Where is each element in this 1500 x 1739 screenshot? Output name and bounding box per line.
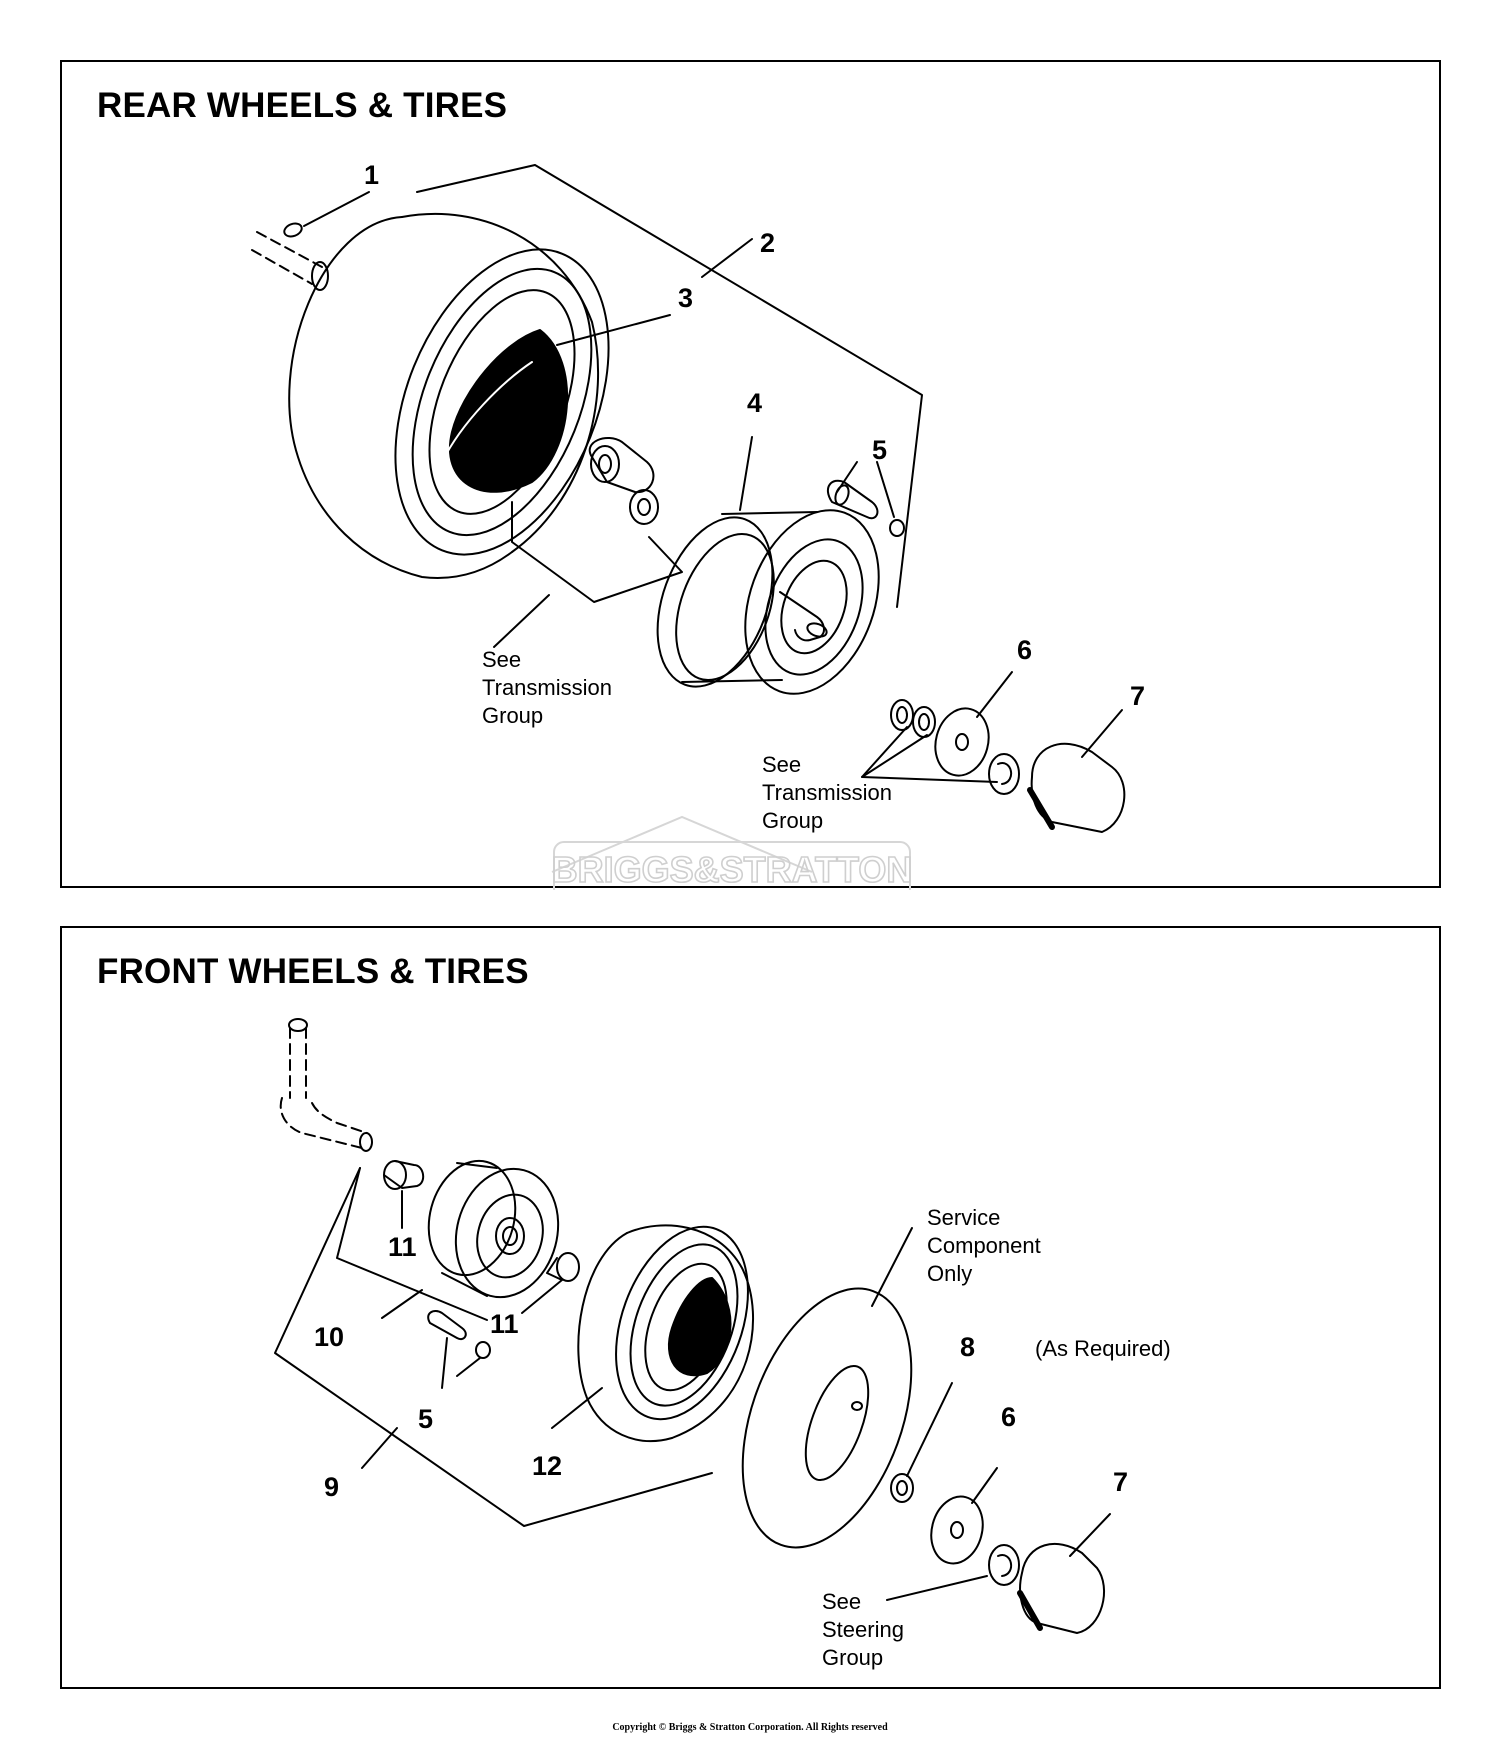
leader-5a [441,1337,448,1389]
callout-10: 10 [314,1322,344,1352]
callout-1: 1 [364,160,379,190]
front-panel-title: FRONT WHEELS & TIRES [97,952,529,991]
watermark-text: BRIGGS&STRATTON [552,849,913,890]
svg-text:See: See [822,1589,861,1614]
leader-2-bracket [416,164,923,608]
callout-12: 12 [532,1451,562,1481]
leader-9 [361,1427,398,1469]
hub-cap [1027,742,1126,833]
rear-tire [288,212,610,579]
retainer-ring [988,1544,1020,1586]
leader-6 [971,1467,998,1504]
leader-steering [886,1575,988,1601]
callout-8: 8 [960,1332,975,1362]
leader-10 [381,1289,423,1319]
svg-text:Component: Component [927,1233,1041,1258]
note-see-steering: See Steering Group [822,1589,904,1670]
leader-7 [1069,1513,1111,1557]
callout-5: 5 [872,435,887,465]
callout-7: 7 [1130,681,1145,711]
svg-text:Group: Group [482,703,543,728]
front-rim [427,1159,560,1299]
front-wheels-diagram: 11 11 10 5 9 12 8 6 7 (As Required) Serv… [274,1018,1171,1670]
front-valve-stem [427,1310,491,1359]
leader-10-bracket [336,1167,488,1321]
leader-4 [739,436,753,511]
copyright-notice: Copyright © Briggs & Stratton Corporatio… [612,1722,888,1733]
callout-2: 2 [760,228,775,258]
leader-note-a [493,594,550,648]
leader-12 [551,1387,603,1429]
note-service-component: Service Component Only [927,1205,1041,1286]
briggs-stratton-watermark: BRIGGS&STRATTON [551,815,913,890]
leader-7 [1081,709,1123,758]
washer-6 [930,1495,984,1565]
bushing-11b [546,1252,580,1282]
svg-text:Transmission: Transmission [482,675,612,700]
front-hub-cap [1017,1543,1106,1634]
leader-see-trans-a [511,501,683,603]
bushing-spacers [523,425,659,525]
rear-wheels-diagram: BRIGGS&STRATTON [251,160,1145,890]
front-wheels-panel: FRONT WHEELS & TIRES [60,926,1441,1689]
leader-5b [876,461,895,518]
leader-2 [701,238,753,278]
washer-8 [890,1473,914,1503]
callout-9: 9 [324,1472,339,1502]
svg-text:Steering: Steering [822,1617,904,1642]
leader-service [871,1227,913,1307]
axle-stub [251,231,329,291]
svg-text:Transmission: Transmission [762,780,892,805]
rear-rim [656,509,880,695]
callout-7: 7 [1113,1467,1128,1497]
leader-9-bracket [274,1167,713,1527]
callout-11b: 11 [490,1309,519,1339]
spindle [279,1018,373,1152]
note-as-required: (As Required) [1035,1336,1171,1361]
leader-1 [303,191,370,227]
svg-text:Only: Only [927,1261,972,1286]
rear-wheels-panel: REAR WHEELS & TIRES BRIGGS&STRATTON [60,60,1441,890]
rear-panel-title: REAR WHEELS & TIRES [97,86,508,125]
callout-3: 3 [678,283,693,313]
callout-6: 6 [1001,1402,1016,1432]
valve-stem [826,479,905,537]
front-tire [577,1224,754,1443]
washers [890,699,1020,795]
leader-3 [556,314,671,346]
svg-text:Group: Group [822,1645,883,1670]
callout-4: 4 [747,388,762,418]
leader-8 [906,1382,953,1477]
leader-5b [456,1357,481,1377]
inner-tube [741,1287,913,1549]
leader-6 [976,671,1013,718]
leader-11b [521,1279,563,1314]
callout-11a: 11 [388,1232,417,1262]
callout-5: 5 [418,1404,433,1434]
leader-5a [836,461,858,493]
key-part [283,222,303,238]
note-see-transmission-a: See Transmission Group [482,647,612,728]
callout-6: 6 [1017,635,1032,665]
svg-text:See: See [762,752,801,777]
svg-text:Group: Group [762,808,823,833]
bushing-11a [383,1160,425,1190]
svg-text:See: See [482,647,521,672]
svg-text:Service: Service [927,1205,1000,1230]
note-see-transmission-b: See Transmission Group [762,752,892,833]
